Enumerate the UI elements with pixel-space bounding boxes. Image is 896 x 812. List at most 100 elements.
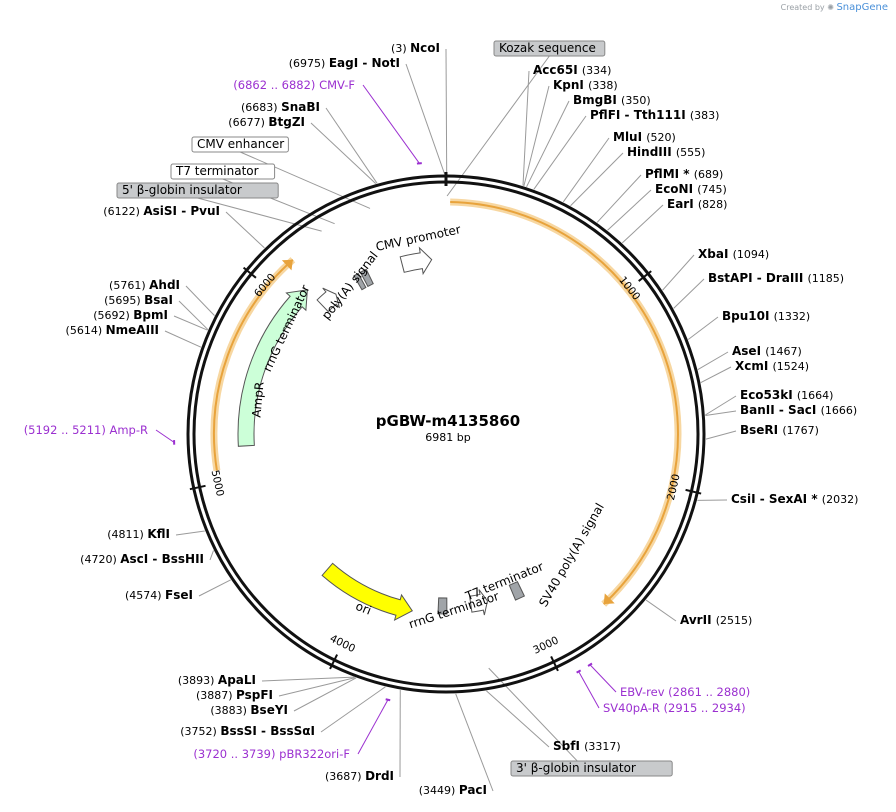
site-leader <box>178 300 209 330</box>
primer-text: (6862 .. 6882) <box>233 78 319 92</box>
primer-text: EBV-rev <box>620 685 668 699</box>
site-label: PflFI - Tth111I (383) <box>590 108 719 122</box>
primer-leader <box>578 671 600 709</box>
site-position: (4811) <box>107 528 147 541</box>
site-position: (5614) <box>66 324 106 337</box>
site-position: (3317) <box>584 740 621 753</box>
primer-label: (5192 .. 5211) Amp-R <box>24 423 148 437</box>
site-label: (6677) BtgZI <box>228 115 305 129</box>
primer-leader <box>589 664 617 693</box>
credit-brand: SnapGene <box>836 2 888 13</box>
site-leader <box>522 70 530 186</box>
site-name: PflFI - Tth111I <box>590 108 690 122</box>
site-position: (555) <box>676 146 706 159</box>
site-name: XbaI <box>698 247 733 261</box>
site-leader <box>225 211 265 249</box>
orf-arrowhead <box>603 593 615 605</box>
site-name: PflMI * <box>645 167 694 181</box>
site-position: (3752) <box>180 725 220 738</box>
feature-box <box>437 597 448 615</box>
site-leader <box>455 693 494 792</box>
site-name: BstAPI - DraIII <box>708 271 807 285</box>
site-leader <box>673 278 705 309</box>
site-name: AsiSI - PvuI <box>143 204 220 218</box>
site-label: Eco53kI (1664) <box>740 388 833 402</box>
site-position: (334) <box>582 64 612 77</box>
site-label: (3883) BseYI <box>210 703 288 717</box>
site-name: AhdI <box>149 278 180 292</box>
site-name: CsiI - SexAI * <box>731 492 822 506</box>
site-label: HindIII (555) <box>627 145 705 159</box>
site-name: BpmI <box>133 308 168 322</box>
site-label: BanII - SacI (1666) <box>740 403 857 417</box>
site-name: ApaLI <box>218 673 256 687</box>
site-label: EarI (828) <box>667 197 727 211</box>
tick-mark <box>189 484 206 491</box>
primer-text: (2861 .. 2880) <box>668 685 750 699</box>
site-leader <box>533 115 587 190</box>
primer-mark <box>587 662 593 667</box>
site-leader <box>705 395 737 416</box>
site-position: (6677) <box>228 116 268 129</box>
site-position: (1664) <box>797 389 834 402</box>
leader-lines <box>155 48 737 792</box>
site-name: PspFI <box>236 688 273 702</box>
site-label: (3) NcoI <box>391 41 440 55</box>
primer-leader <box>155 429 175 443</box>
site-leader <box>687 316 719 340</box>
site-position: (3449) <box>419 784 459 797</box>
primer-label: SV40pA-R (2915 .. 2934) <box>603 701 746 715</box>
site-label: Bpu10I (1332) <box>722 309 810 323</box>
site-label: KpnI (338) <box>553 78 618 92</box>
site-leader <box>562 137 610 203</box>
tick-mark <box>550 655 559 672</box>
tick-label: 5000 <box>209 469 226 498</box>
primer-text: (5192 .. 5211) <box>24 423 110 437</box>
box-leader <box>197 197 322 232</box>
primer-mark <box>576 669 582 674</box>
orf-arc <box>450 201 679 605</box>
site-position: (6122) <box>103 205 143 218</box>
site-leader <box>445 48 448 175</box>
primer-leader <box>362 84 420 164</box>
site-position: (1094) <box>733 248 770 261</box>
primer-text: SV40pA-R <box>603 701 664 715</box>
primer-label: (3720 .. 3739) pBR322ori-F <box>193 747 350 761</box>
orf-halo <box>450 198 682 607</box>
tick-mark <box>638 270 652 282</box>
tick-mark <box>329 654 339 670</box>
site-name: BsaI <box>144 293 173 307</box>
site-position: (5692) <box>93 309 133 322</box>
plasmid-name: pGBW-m4135860 <box>376 412 520 430</box>
feature-box-text: 3' β-globin insulator <box>516 761 636 775</box>
site-leader <box>621 204 664 244</box>
site-label: (4574) FseI <box>125 588 193 602</box>
primer-text: Amp-R <box>109 423 148 437</box>
feature-box-text: 5' β-globin insulator <box>122 183 242 197</box>
site-position: (4574) <box>125 589 165 602</box>
feature-box-text: CMV enhancer <box>197 137 284 151</box>
site-position: (520) <box>646 131 676 144</box>
site-leader <box>310 122 377 185</box>
site-leader <box>278 677 356 697</box>
snapgene-logo-icon: ✺ <box>827 3 834 12</box>
site-leader <box>293 677 357 712</box>
feature-box-label <box>493 40 606 57</box>
site-name: BtgZI <box>268 115 305 129</box>
site-label: (3893) ApaLI <box>178 673 256 687</box>
site-leader <box>185 285 215 316</box>
site-position: (1467) <box>765 345 802 358</box>
site-name: FseI <box>165 588 193 602</box>
site-name: AvrII <box>680 613 716 627</box>
site-label: EcoNI (745) <box>655 182 727 196</box>
site-label: PflMI * (689) <box>645 167 723 181</box>
site-position: (3687) <box>325 770 365 783</box>
primer-mark <box>385 698 391 702</box>
site-leader <box>662 254 695 291</box>
credit: Created by ✺ SnapGene <box>781 2 888 13</box>
site-name: HindIII <box>627 145 676 159</box>
feature-box <box>508 580 526 601</box>
site-position: (4720) <box>80 553 120 566</box>
feature-box-label <box>510 760 673 777</box>
site-name: BanII - SacI <box>740 403 821 417</box>
